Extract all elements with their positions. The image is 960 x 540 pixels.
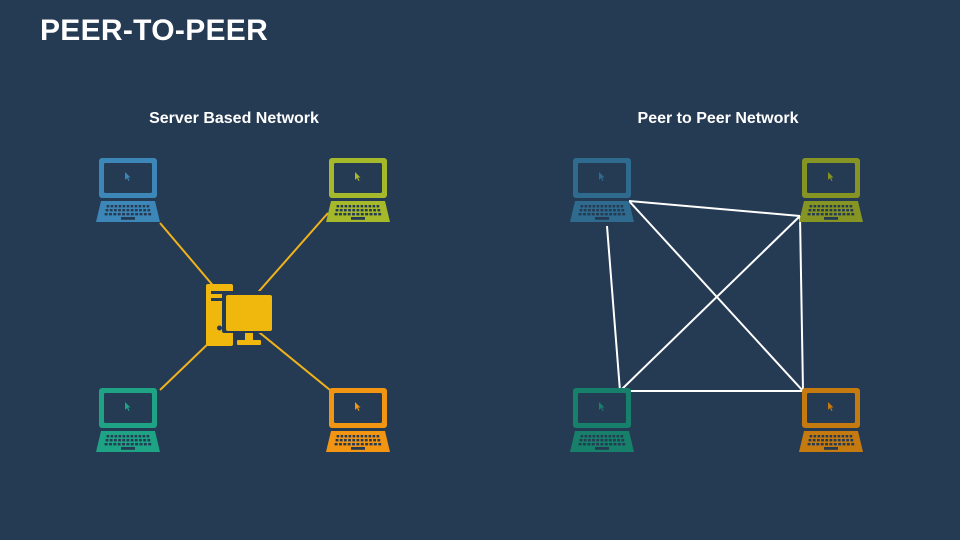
page-title: PEER-TO-PEER — [40, 14, 269, 47]
peer-network-laptops — [570, 158, 863, 452]
server-net-laptop-top-left-icon — [96, 158, 160, 222]
peer-link-tr-br — [799, 215, 804, 392]
desktop-computer-icon — [206, 284, 274, 346]
peer-link-tl2-tr — [628, 200, 801, 217]
peer-net-laptop-top-right-icon — [799, 158, 863, 222]
peer-net-laptop-bottom-left-icon — [570, 388, 634, 452]
peer-net-laptop-bottom-right-icon — [799, 388, 863, 452]
server-net-laptop-bottom-left-icon — [96, 388, 160, 452]
server-net-laptop-top-right-icon — [326, 158, 390, 222]
server-network-laptops — [96, 158, 390, 452]
peer-net-laptop-top-left-icon — [570, 158, 634, 222]
peer-link-tr-bl — [619, 215, 801, 392]
peer-connections — [606, 200, 804, 392]
peer-network-heading: Peer to Peer Network — [637, 110, 799, 127]
server-network-heading: Server Based Network — [149, 110, 319, 127]
peer-link-tl-bl — [606, 225, 621, 392]
server-net-laptop-bottom-right-icon — [326, 388, 390, 452]
peer-link-tl2-br — [628, 200, 804, 392]
